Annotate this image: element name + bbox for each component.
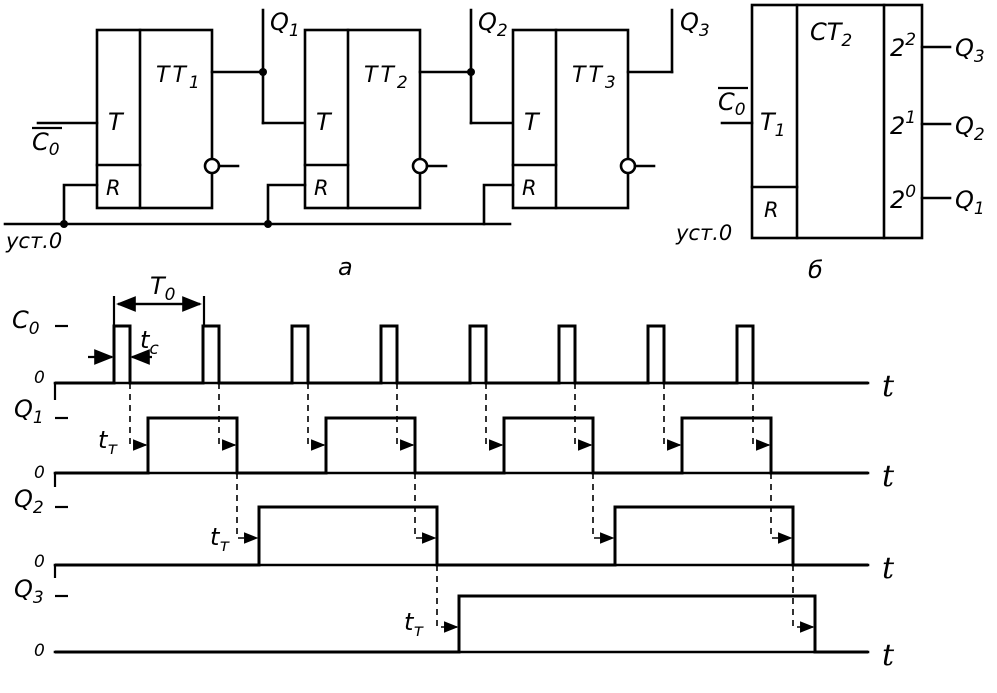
row-label-q2: Q2 xyxy=(14,485,44,518)
counter-q3-label: Q3 xyxy=(955,34,985,67)
delay-label-q1: tт xyxy=(98,426,118,459)
zero-label-q2: 0 xyxy=(34,552,45,572)
propagation-delay-arrows xyxy=(129,383,815,633)
zero-label-c0: 0 xyxy=(34,368,45,388)
zero-label-q1: 0 xyxy=(34,463,45,483)
q2-output-label: Q2 xyxy=(478,8,508,41)
tt1-r-label: R xyxy=(106,176,121,200)
delay-arrow-c0-q1 xyxy=(129,383,148,451)
reset-label-a: уст.0 xyxy=(5,229,62,253)
circuit-a: TT1 T R TT2 T R TT3 T R Q1 Q2 Q3 C0 уст.… xyxy=(3,8,710,281)
delay-arrow-q1-q2 xyxy=(770,473,793,544)
time-axis-label: t xyxy=(882,638,895,673)
counter-q1-label: Q1 xyxy=(955,186,985,219)
junction-dot xyxy=(467,68,475,76)
counter-block xyxy=(750,3,924,240)
weight-2-2: 22 xyxy=(890,30,916,62)
delay-arrow-c0-q1 xyxy=(307,383,326,451)
delay-arrow-q1-q2 xyxy=(414,473,437,544)
delay-arrow-c0-q1 xyxy=(574,383,593,451)
time-axis-label: t xyxy=(882,369,895,404)
delay-label-q3: tт xyxy=(404,608,424,641)
tt1-label: TT1 xyxy=(156,63,203,93)
junction-dot xyxy=(259,68,267,76)
q3-signal-waveform xyxy=(55,594,868,654)
delay-arrow-c0-q1 xyxy=(218,383,237,451)
q2-signal-waveform xyxy=(55,505,868,567)
delay-arrow-c0-q1 xyxy=(485,383,504,451)
counter-q2-label: Q2 xyxy=(955,112,985,145)
tt3-t-label: T xyxy=(524,108,541,136)
flipflop-tt2 xyxy=(303,8,515,210)
counter-c0-label: C0 xyxy=(718,88,746,120)
tt1-t-label: T xyxy=(108,108,125,136)
reset-label-b: уст.0 xyxy=(675,221,732,245)
q3-output-label: Q3 xyxy=(680,8,710,41)
c0-signal-waveform xyxy=(55,324,868,385)
counter-t1-label: T1 xyxy=(760,108,786,141)
zero-label-q3: 0 xyxy=(34,641,45,661)
tt3-label: TT3 xyxy=(572,63,619,93)
tt2-r-label: R xyxy=(314,176,329,200)
tt3-r-label: R xyxy=(522,176,537,200)
q1-output-label: Q1 xyxy=(270,8,300,41)
timing-diagram: T0 tc C0 Q1 Q2 Q3 0 0 0 0 t t t t tт tт … xyxy=(12,272,895,673)
weight-2-0: 20 xyxy=(890,182,916,214)
delay-arrow-q1-q2 xyxy=(592,473,615,544)
row-label-q1: Q1 xyxy=(14,395,44,428)
delay-label-q2: tт xyxy=(210,523,230,556)
weight-2-1: 21 xyxy=(890,108,916,140)
delay-arrow-c0-q1 xyxy=(663,383,682,451)
inverted-output-bubble xyxy=(619,157,637,175)
tt2-label: TT2 xyxy=(364,63,411,93)
counter-b: CT2 T1 R 22 21 20 Q3 Q2 Q1 C0 уст.0 б xyxy=(675,3,985,284)
ct2-label: CT2 xyxy=(810,18,852,51)
tt2-t-label: T xyxy=(316,108,333,136)
q1-signal-waveform xyxy=(55,416,868,475)
inverted-output-bubble xyxy=(411,157,429,175)
delay-arrow-c0-q1 xyxy=(396,383,415,451)
caption-b: б xyxy=(808,256,823,284)
delay-arrow-q1-q2 xyxy=(236,473,259,544)
caption-a: а xyxy=(338,253,353,281)
pulse-width-label: tc xyxy=(140,326,159,359)
counter-r-label: R xyxy=(764,198,779,222)
period-label: T0 xyxy=(150,272,176,305)
c0-input-label: C0 xyxy=(32,128,60,160)
delay-arrow-c0-q1 xyxy=(752,383,771,451)
time-axis-label: t xyxy=(882,551,895,586)
inverted-output-bubble xyxy=(203,157,221,175)
delay-arrow-q2-q3 xyxy=(436,565,459,633)
row-label-c0: C0 xyxy=(12,306,40,339)
row-label-q3: Q3 xyxy=(14,575,44,608)
flipflop-tt1 xyxy=(95,8,307,210)
flipflop-tt3 xyxy=(511,8,674,210)
time-axis-label: t xyxy=(882,459,895,494)
